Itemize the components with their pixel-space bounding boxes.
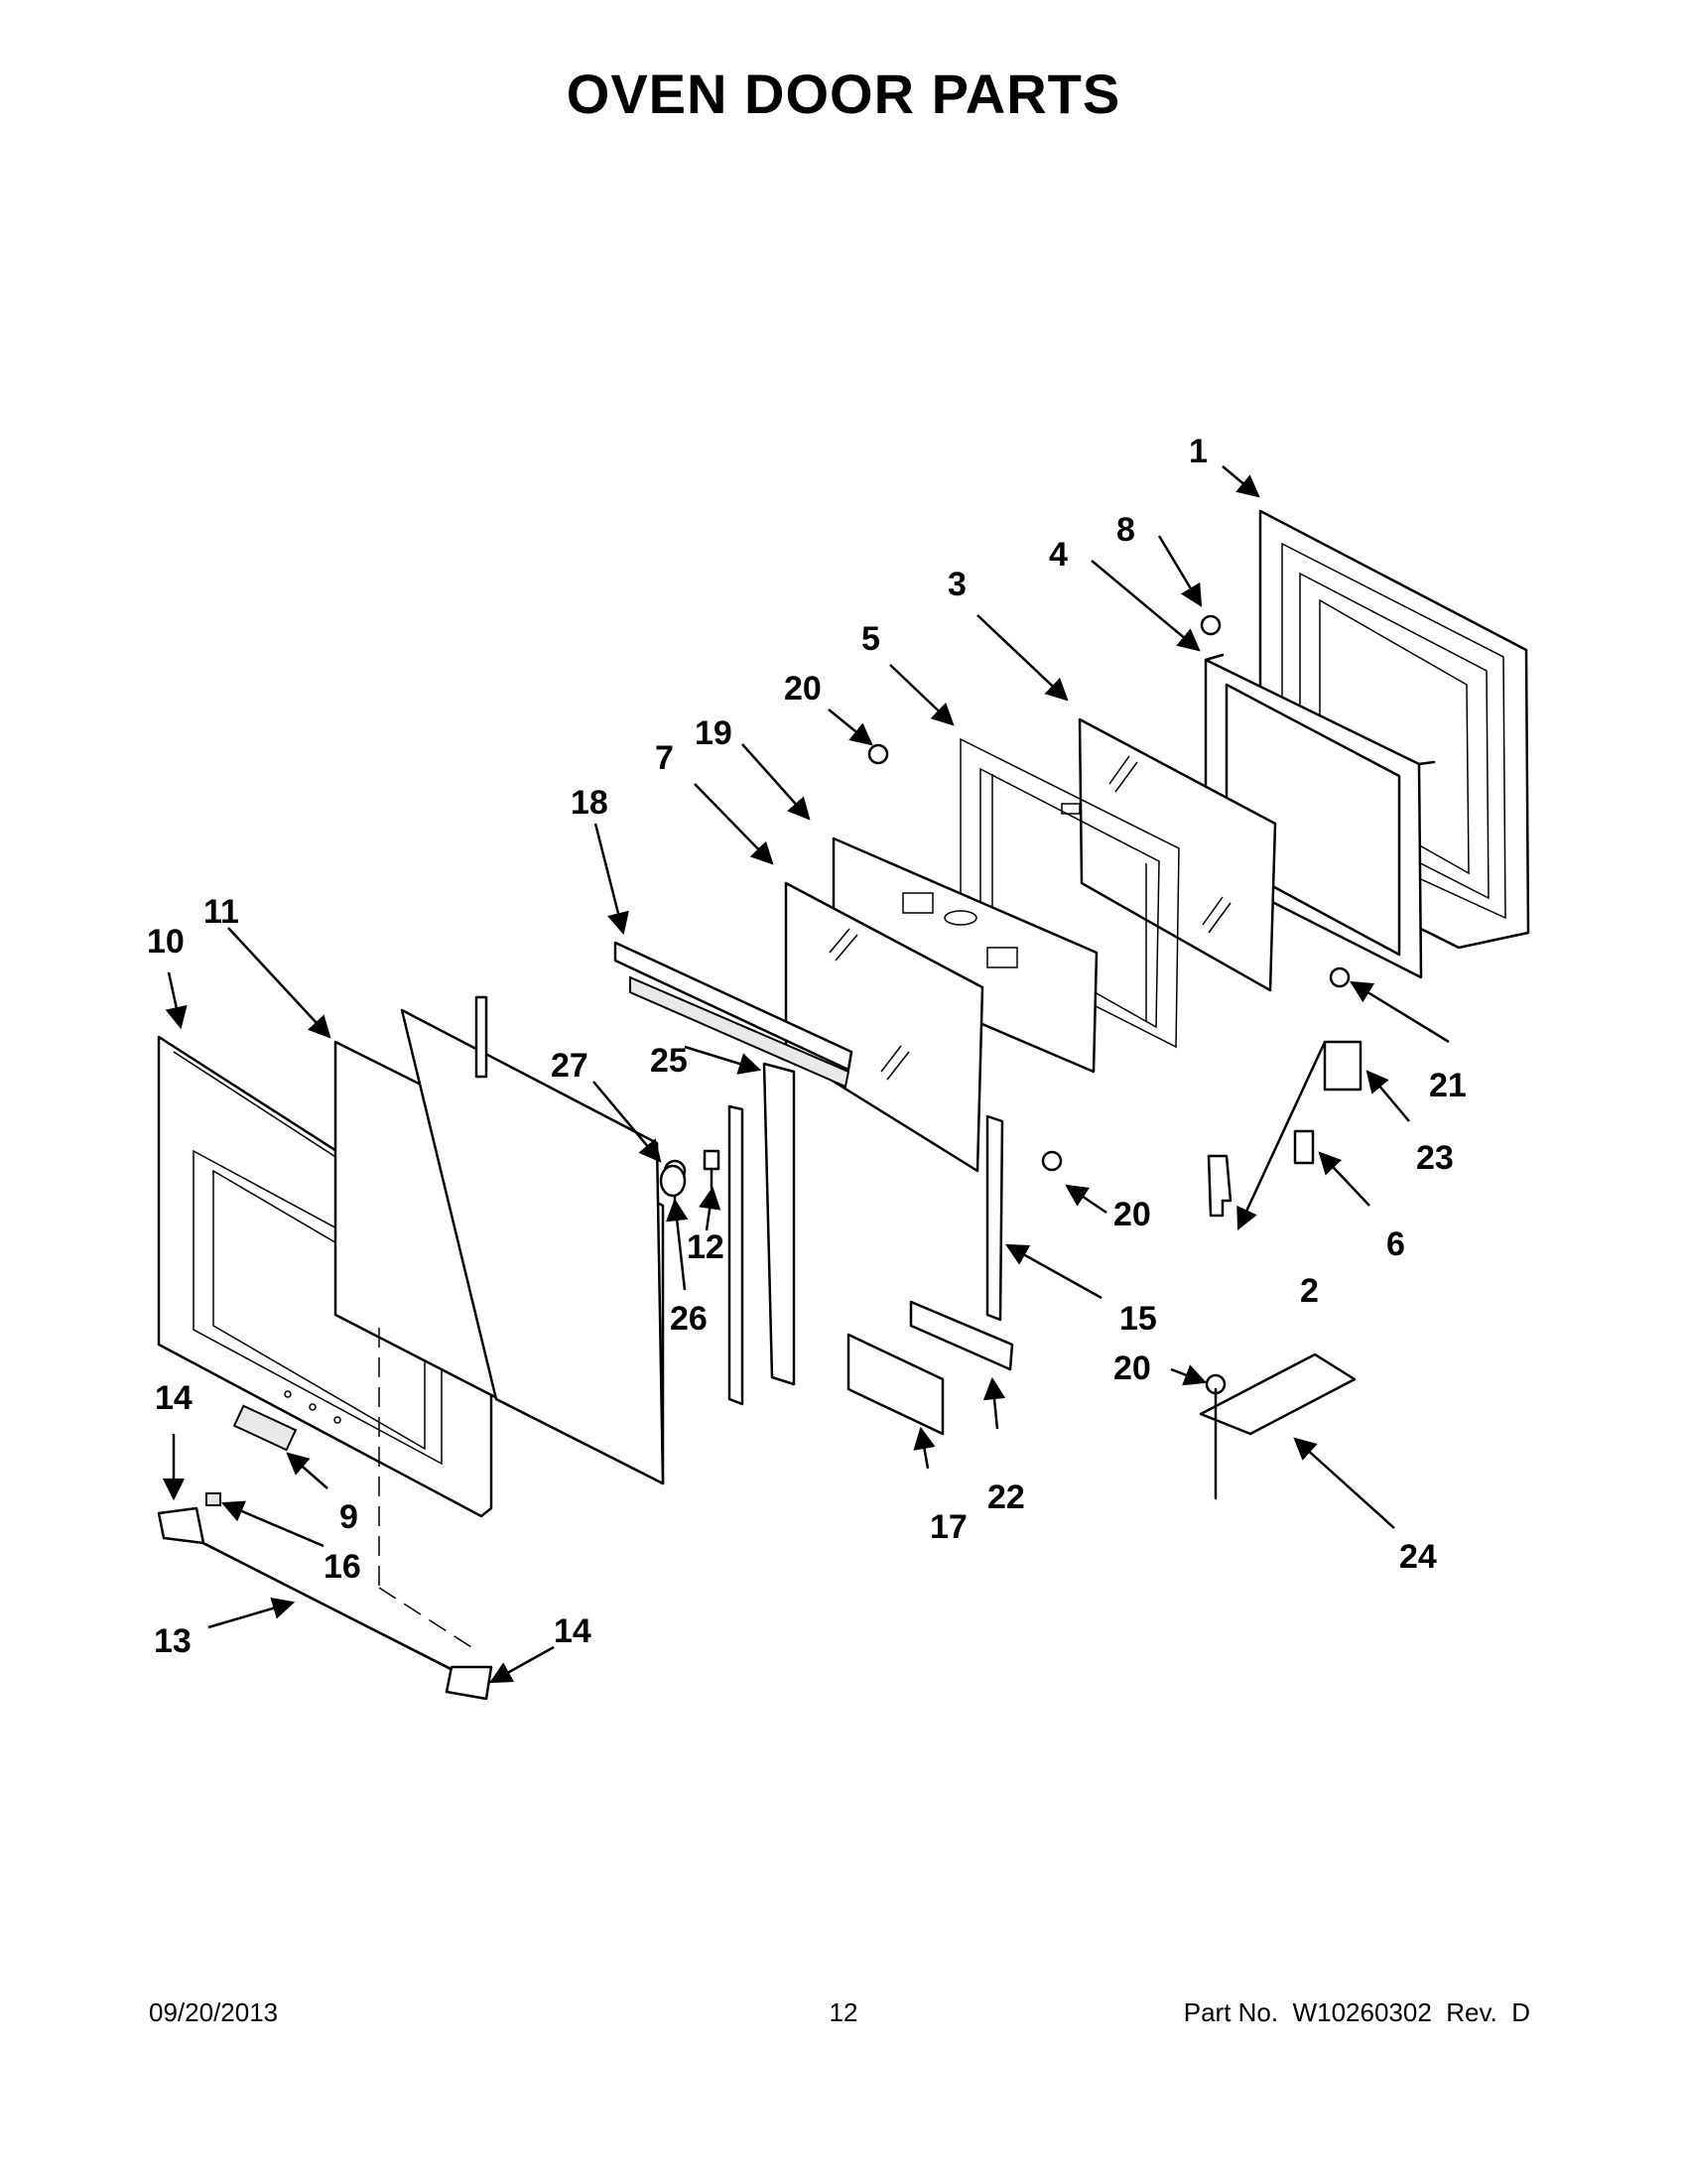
callout-3: 3 xyxy=(948,566,967,603)
callout-11: 11 xyxy=(203,893,239,931)
part-21-screw xyxy=(1329,966,1351,988)
callout-23: 23 xyxy=(1416,1139,1454,1177)
part-3-glass-panel xyxy=(1078,717,1277,992)
page-title: OVEN DOOR PARTS xyxy=(566,63,1121,125)
part-25-channel xyxy=(762,1062,796,1386)
part-26-bushing xyxy=(659,1164,687,1198)
callout-9: 9 xyxy=(339,1498,358,1536)
part-24-hinge-bracket xyxy=(1199,1352,1357,1436)
callout-arrows xyxy=(162,465,1450,1684)
part-18-support-rail xyxy=(613,941,853,1089)
callout-27: 27 xyxy=(551,1047,588,1085)
callout-15: 15 xyxy=(1119,1300,1157,1338)
callout-4: 4 xyxy=(1049,536,1068,574)
part-13-handle xyxy=(157,1506,493,1701)
callout-20-a: 20 xyxy=(784,670,822,707)
callout-20-c: 20 xyxy=(1113,1349,1151,1387)
part-10-outer-door xyxy=(157,1035,493,1518)
part-22-bracket xyxy=(909,1300,1014,1371)
callout-17: 17 xyxy=(930,1508,968,1546)
callout-6: 6 xyxy=(1386,1225,1405,1263)
part-16-spring xyxy=(205,1492,221,1506)
gasket-strip xyxy=(727,1104,744,1406)
footer-part-number: Part No. W10260302 Rev. D xyxy=(1183,1997,1530,2027)
callout-18: 18 xyxy=(571,784,608,822)
part-12-screw xyxy=(703,1149,720,1191)
part-23-cover xyxy=(1323,1040,1363,1092)
part-5-wire-frame xyxy=(960,737,1180,1049)
part-11-glass-panel xyxy=(333,1008,665,1485)
callout-24: 24 xyxy=(1399,1538,1437,1576)
assembly-line xyxy=(378,1587,472,1648)
callout-21: 21 xyxy=(1429,1067,1467,1104)
part-20-screw-b xyxy=(1041,1150,1063,1172)
callout-10: 10 xyxy=(147,923,185,961)
part-20-screw-a xyxy=(867,743,889,765)
gasket-strip xyxy=(474,995,488,1079)
callout-16: 16 xyxy=(324,1548,361,1586)
part-17-bracket xyxy=(846,1333,945,1436)
callout-7: 7 xyxy=(655,739,674,777)
callout-22: 22 xyxy=(987,1478,1025,1516)
footer-date: 09/20/2013 xyxy=(149,1997,279,2027)
part-6-clip xyxy=(1293,1129,1315,1165)
callout-2: 2 xyxy=(1300,1272,1319,1310)
callout-13: 13 xyxy=(154,1622,192,1660)
callout-1: 1 xyxy=(1189,433,1208,470)
part-2-hinge xyxy=(1207,1154,1233,1218)
callout-20-b: 20 xyxy=(1113,1196,1151,1233)
callout-12: 12 xyxy=(687,1228,724,1266)
callout-14-a: 14 xyxy=(155,1379,193,1417)
part-7-glass-panel xyxy=(784,881,984,1173)
callout-14-b: 14 xyxy=(554,1612,591,1650)
callout-8: 8 xyxy=(1116,511,1135,549)
part-15-bracket xyxy=(985,1114,1004,1322)
callout-19: 19 xyxy=(695,714,732,752)
callout-26: 26 xyxy=(670,1300,708,1338)
part-8-screw xyxy=(1200,614,1222,636)
footer-page-number: 12 xyxy=(829,1997,858,2027)
part-4-inner-frame xyxy=(1204,653,1436,979)
callout-5: 5 xyxy=(861,620,880,658)
callout-25: 25 xyxy=(650,1042,688,1080)
